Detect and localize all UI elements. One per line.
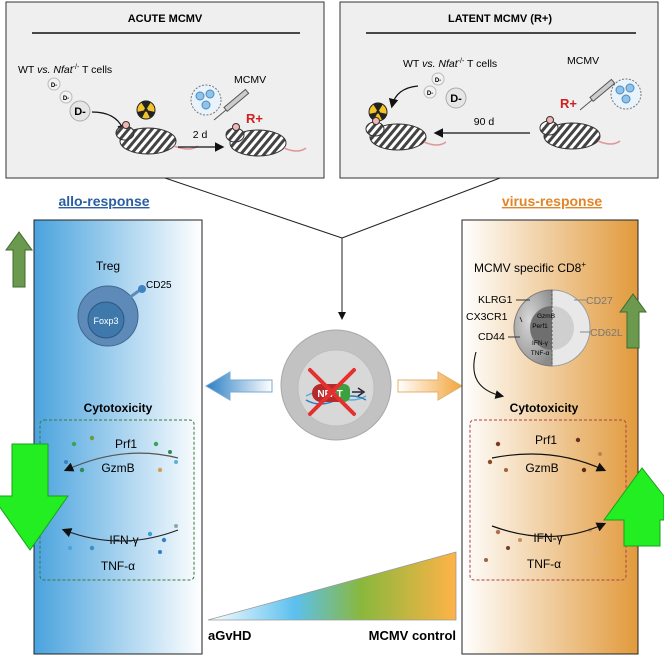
mouse-icon [115,121,199,155]
latent-virus-label: MCMV [567,55,599,67]
cd25-label: CD25 [146,280,172,291]
virus-tnfa: TNF-α [527,557,561,571]
allo-ifng: IFN-γ [109,533,138,547]
radiation-icon [136,100,156,120]
cd8-title: MCMV specific CD8+ [474,260,586,275]
cd8-tnfa: TNF-α [531,350,550,357]
left-direction-arrow [205,371,273,401]
virus-cyto-arrow-2 [491,522,607,538]
virus-cyto-label: Cytotoxicity [510,401,579,415]
allo-heading: allo-response [58,193,149,209]
cd8-prf1: Perf1 [532,323,548,330]
latent-donor-small-2: D- [427,91,433,97]
virus-ifng: IFN-γ [533,531,562,545]
klrg1-label: KLRG1 [478,294,513,306]
acute-title: ACUTE MCMV [128,13,203,25]
mouse-icon [539,116,621,150]
acute-panel: ACUTE MCMV WT vs. Nfat-/- T cells D- D- … [5,1,325,179]
latent-duration: 90 d [474,116,495,128]
cd8-gzmb: GzmB [537,313,555,320]
bottom-left-label: aGvHD [208,628,251,643]
allo-dots [64,435,178,554]
cd8-ifng: IFN-γ [532,340,549,347]
acute-recipient-label: R+ [246,111,263,126]
allo-cyto-arrow-2 [61,528,179,542]
acute-donor-label: D- [74,106,86,118]
virus-dish-icon [190,84,222,116]
acute-cells-label: WT vs. Nfat-/- T cells [18,64,112,76]
bottom-right-label: MCMV control [369,628,456,643]
cd27-label: CD27 [586,295,613,307]
treg-label: Treg [96,259,120,273]
treg-cell: Foxp3 [77,285,146,347]
up-arrow-allo [5,231,33,288]
cd8-to-cyto-arrow [473,351,505,399]
virus-gzmb: GzmB [525,461,558,475]
nfat-cell: NFAT [280,329,392,441]
latent-title: LATENT MCMV (R+) [448,13,552,25]
acute-donor-cells: D- D- D- [47,77,91,122]
mouse-icon [225,123,307,157]
allo-gzmb: GzmB [101,461,134,475]
cd62l-label: CD62L [590,327,623,339]
virus-prf1: Prf1 [535,433,557,447]
virus-cyto-arrow-1 [491,453,607,472]
foxp3-label: Foxp3 [93,316,118,326]
cd44-label: CD44 [478,331,505,343]
cd8-cell [513,289,591,367]
latent-donor-cells: D- D- D- [423,72,467,109]
allo-prf1: Prf1 [115,437,137,451]
latent-donor-small-1: D- [435,78,441,84]
mouse-icon [365,117,447,151]
allo-cyto-arrow-1 [63,452,179,472]
allo-cyto-label: Cytotoxicity [84,401,153,415]
down-arrow-allo [0,443,69,551]
syringe-icon [579,78,616,111]
cx3cr1-label: CX3CR1 [466,311,508,323]
virus-dish-icon [610,78,642,110]
acute-donor-small-2: D- [63,96,69,102]
acute-virus-label: MCMV [234,74,266,86]
latent-donor-label: D- [450,93,462,105]
up-arrow-small-virus [619,293,647,349]
syringe-icon [213,88,250,121]
virus-heading: virus-response [502,193,603,209]
latent-recipient-label: R+ [560,96,577,111]
latent-injection-arrow [388,85,419,109]
acute-donor-small-1: D- [51,83,57,89]
up-arrow-virus [603,467,664,547]
virus-dots [484,437,602,562]
latent-panel-box [339,1,659,179]
bottom-gradient-wedge [207,551,457,621]
right-direction-arrow [397,371,463,401]
allo-cyto-box [39,419,195,581]
acute-duration: 2 d [193,129,208,141]
funnel-connector [164,177,501,320]
allo-tnfa: TNF-α [101,559,135,573]
latent-cells-label: WT vs. Nfat-/- T cells [403,58,497,70]
latent-panel: LATENT MCMV (R+) WT vs. Nfat-/- T cells … [339,1,659,179]
